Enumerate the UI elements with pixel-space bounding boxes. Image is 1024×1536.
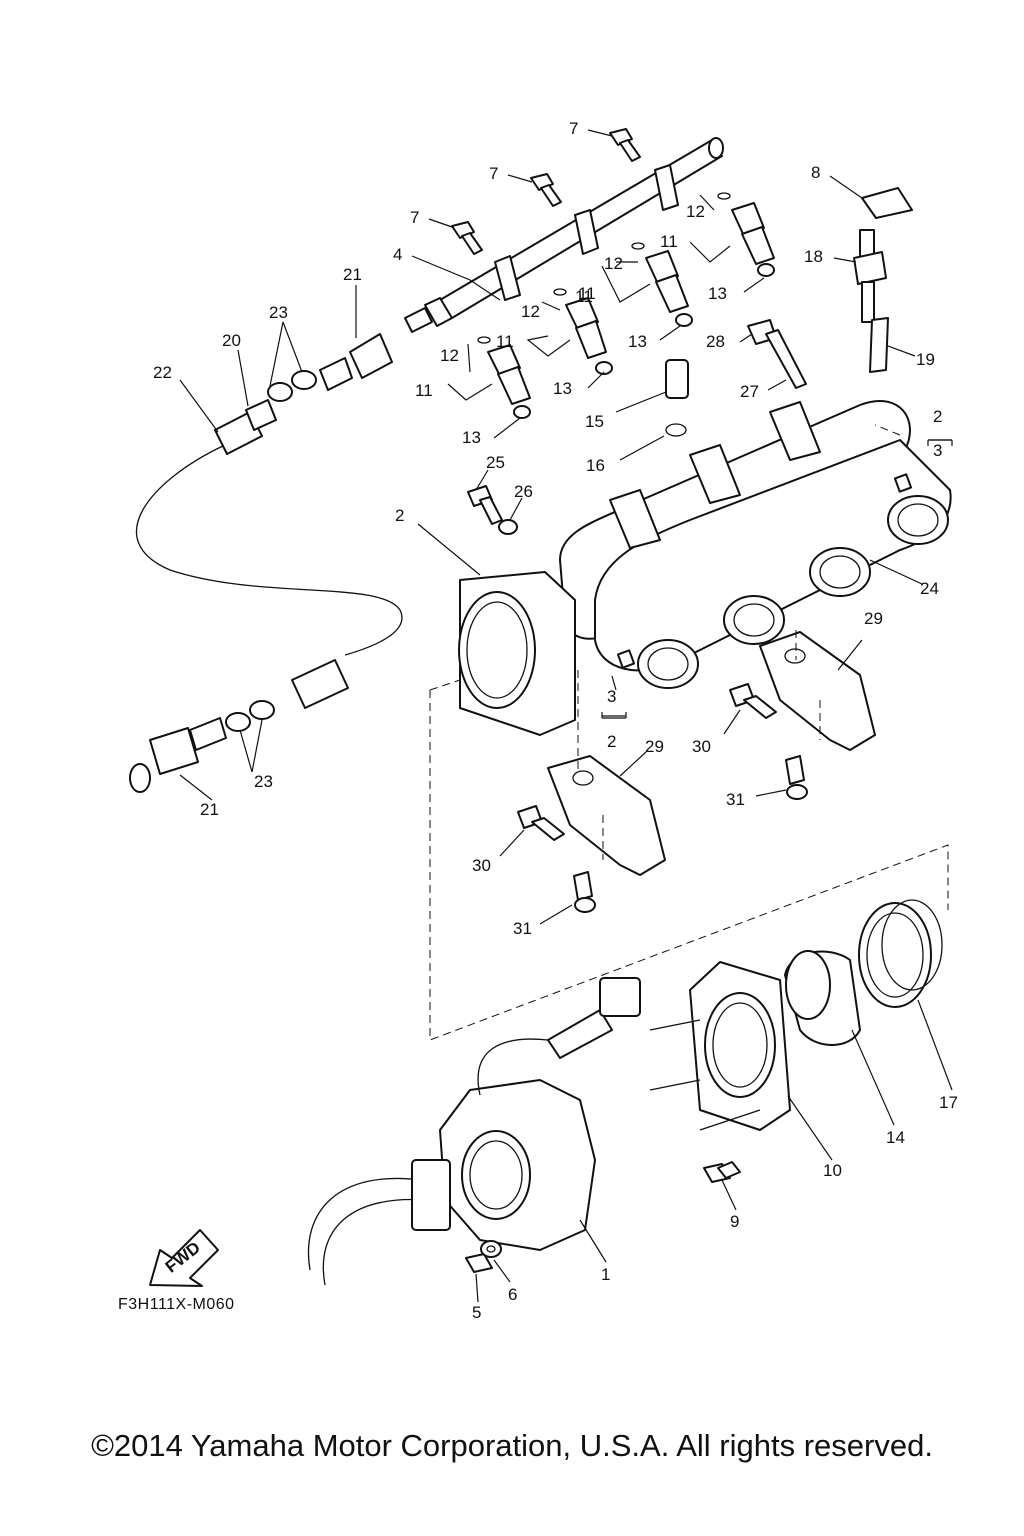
callout-7: 7 [569, 119, 578, 138]
nut-washer [465, 1240, 502, 1273]
injector-set [477, 192, 775, 419]
rubber-joint [858, 899, 943, 1008]
bracket-lower [517, 755, 666, 913]
callout-23: 23 [269, 303, 288, 322]
callout-7: 7 [489, 164, 498, 183]
callout-2: 2 [933, 407, 942, 426]
callout-21: 21 [343, 265, 362, 284]
fuel-rail [404, 137, 724, 333]
callout-labels: 7 7 7 8 12 11 18 12 11 13 4 21 23 20 12 … [153, 119, 958, 1322]
callout-3: 3 [933, 441, 942, 460]
leader-lines [179, 129, 953, 1303]
callout-9: 9 [730, 1212, 739, 1231]
callout-3: 3 [607, 687, 616, 706]
figure-code: F3H111X-M060 [118, 1296, 235, 1313]
callout-13: 13 [462, 428, 481, 447]
callout-11: 11 [575, 287, 593, 306]
intake-manifold [559, 400, 952, 689]
callout-19: 19 [916, 350, 935, 369]
callout-10: 10 [823, 1161, 842, 1180]
adapter-plate [649, 961, 791, 1183]
callout-12: 12 [604, 254, 623, 273]
callout-30: 30 [692, 737, 711, 756]
pressure-sensor-group [853, 187, 913, 373]
callout-2: 2 [607, 732, 616, 751]
bracket-marks [601, 439, 953, 719]
callout-13: 13 [628, 332, 647, 351]
assembly-lines [429, 424, 949, 1041]
callout-1: 1 [601, 1265, 610, 1284]
bolt-25 [467, 485, 518, 535]
callout-31: 31 [726, 790, 745, 809]
callout-5: 5 [472, 1303, 481, 1322]
stud-bolt [747, 319, 807, 389]
callout-23: 23 [254, 772, 273, 791]
adapter-flange [458, 571, 576, 736]
bolt-7-set [451, 128, 641, 255]
callout-12: 12 [521, 302, 540, 321]
callout-15: 15 [585, 412, 604, 431]
callout-13: 13 [708, 284, 727, 303]
bracket-upper [729, 631, 876, 800]
callout-20: 20 [222, 331, 241, 350]
callout-14: 14 [886, 1128, 905, 1147]
callout-17: 17 [939, 1093, 958, 1112]
callout-29: 29 [645, 737, 664, 756]
callout-12: 12 [440, 346, 459, 365]
callout-8: 8 [811, 163, 820, 182]
flame-arrester [784, 950, 861, 1046]
callout-25: 25 [486, 453, 505, 472]
callout-11: 11 [415, 381, 433, 400]
callout-11: 11 [496, 332, 514, 351]
callout-27: 27 [740, 382, 759, 401]
callout-21: 21 [200, 800, 219, 819]
callout-11: 11 [660, 232, 678, 251]
callout-24: 24 [920, 579, 939, 598]
callout-7: 7 [410, 208, 419, 227]
callout-28: 28 [706, 332, 725, 351]
throttle-body [307, 977, 641, 1286]
callout-11: 11 [578, 284, 596, 303]
callout-13: 13 [553, 379, 572, 398]
callout-16: 16 [586, 456, 605, 475]
throttle-cable [129, 333, 403, 793]
callout-31: 31 [513, 919, 532, 938]
temp-sensor [665, 359, 689, 437]
callout-12: 12 [686, 202, 705, 221]
callout-6: 6 [508, 1285, 517, 1304]
callout-18: 18 [804, 247, 823, 266]
callout-26: 26 [514, 482, 533, 501]
callout-2: 2 [395, 506, 404, 525]
copyright-notice: ©2014 Yamaha Motor Corporation, U.S.A. A… [91, 1428, 933, 1463]
fwd-arrow-icon: FWD [149, 1229, 219, 1287]
callout-30: 30 [472, 856, 491, 875]
callout-29: 29 [864, 609, 883, 628]
callout-22: 22 [153, 363, 172, 382]
callout-4: 4 [393, 245, 402, 264]
